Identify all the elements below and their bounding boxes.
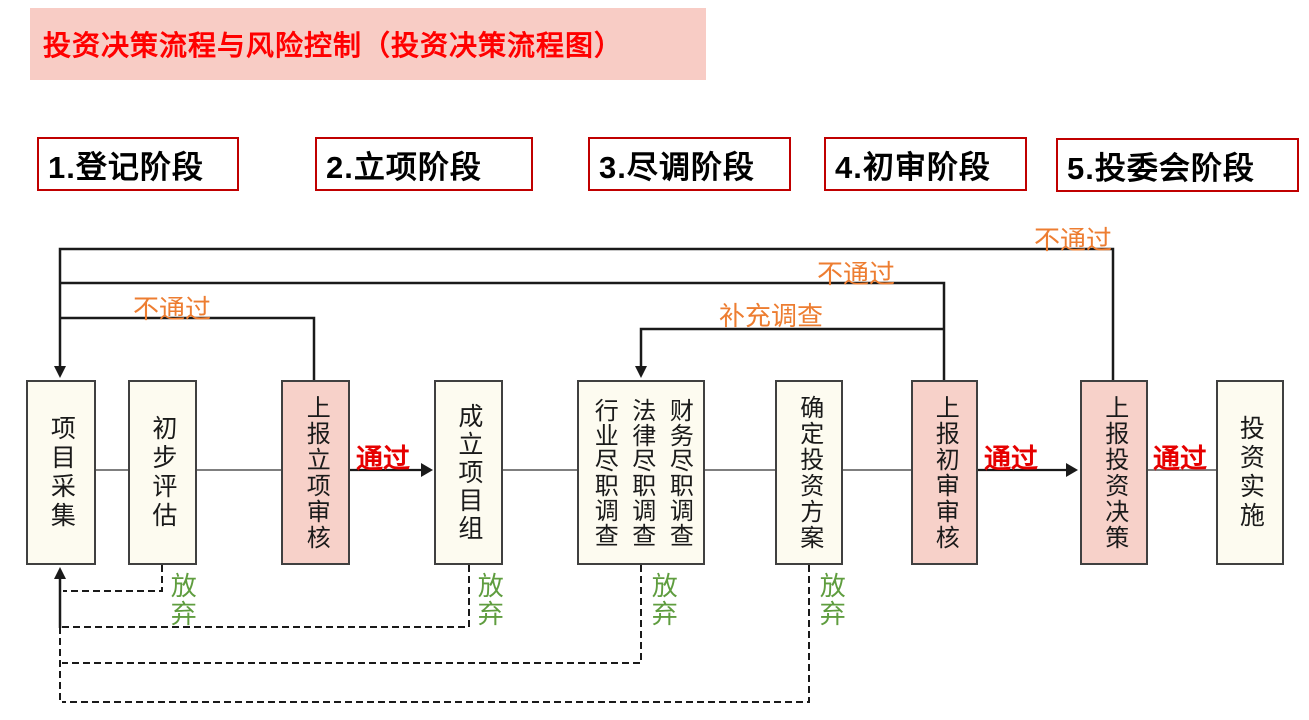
abandon-from-evaluation — [63, 565, 163, 592]
node-label: 确定投资方案 — [795, 394, 823, 551]
node-investment-decision-submission: 上报投资决策 — [1080, 380, 1148, 565]
node-project-approval-submission: 上报立项审核 — [281, 380, 350, 565]
stage-header-due-diligence: 3.尽调阶段 — [588, 137, 791, 191]
node-label: 项目采集 — [47, 414, 76, 531]
due-diligence-columns: 行业尽职调查 法律尽职调查 财务尽职调查 — [590, 397, 693, 548]
arrow-fail-from-project-approval — [61, 316, 316, 380]
edge-label-abandon-3: 放弃 — [648, 572, 679, 628]
node-investment-implementation: 投资实施 — [1216, 380, 1284, 565]
node-label-industry-dd: 行业尽职调查 — [590, 397, 618, 548]
edge-label-pass-3: 通过 — [1153, 444, 1207, 474]
edge-label-fail-preliminary-review: 不通过 — [817, 259, 896, 289]
arrow-fail-from-investment-decision — [58, 247, 1115, 380]
arrowhead-into-project-team — [421, 463, 433, 477]
edge-label-pass-2: 通过 — [984, 444, 1038, 474]
node-investment-plan: 确定投资方案 — [775, 380, 843, 565]
node-project-team-setup: 成立项目组 — [434, 380, 503, 565]
node-label-legal-dd: 法律尽职调查 — [627, 397, 655, 548]
edge-label-fail-investment-decision: 不通过 — [1034, 225, 1113, 255]
arrow-supplementary-investigation — [639, 327, 944, 366]
abandon-from-investment-plan — [62, 565, 810, 703]
node-label-financial-dd: 财务尽职调查 — [665, 397, 693, 548]
abandon-from-due-diligence — [62, 565, 642, 664]
node-label: 上报立项审核 — [302, 394, 330, 551]
node-preliminary-evaluation: 初步评估 — [128, 380, 197, 565]
edge-label-abandon-2: 放弃 — [474, 572, 505, 628]
node-due-diligence: 行业尽职调查 法律尽职调查 财务尽职调查 — [577, 380, 705, 565]
arrow-fail-from-preliminary-review — [61, 281, 946, 380]
arrowhead-into-project-collection-top — [54, 366, 66, 378]
arrowhead-into-project-collection-bottom — [54, 567, 66, 579]
edge-label-fail-project-approval: 不通过 — [133, 294, 212, 324]
stage-header-investment-committee: 5.投委会阶段 — [1056, 138, 1299, 192]
arrowhead-into-investment-decision — [1066, 463, 1078, 477]
page-title: 投资决策流程与风险控制（投资决策流程图） — [30, 8, 706, 80]
node-label: 初步评估 — [148, 414, 177, 531]
node-preliminary-review-submission: 上报初审审核 — [911, 380, 978, 565]
node-label: 上报投资决策 — [1100, 394, 1128, 551]
arrowhead-into-due-diligence-top — [635, 366, 647, 378]
edge-label-pass-1: 通过 — [356, 444, 410, 474]
edge-label-abandon-1: 放弃 — [167, 572, 198, 628]
stage-header-registration: 1.登记阶段 — [37, 137, 239, 191]
abandon-from-project-team — [62, 565, 470, 628]
node-label: 成立项目组 — [454, 402, 483, 543]
node-project-collection: 项目采集 — [26, 380, 96, 565]
abandon-dashed-lines — [59, 565, 810, 703]
fail-feedback-lines — [58, 247, 1115, 380]
node-label: 上报初审审核 — [931, 394, 959, 551]
edge-label-supplementary-investigation: 补充调查 — [719, 301, 824, 331]
stage-header-preliminary-review: 4.初审阶段 — [824, 137, 1027, 191]
stage-header-initiation: 2.立项阶段 — [315, 137, 533, 191]
edge-label-abandon-4: 放弃 — [816, 572, 847, 628]
node-label: 投资实施 — [1236, 414, 1265, 531]
